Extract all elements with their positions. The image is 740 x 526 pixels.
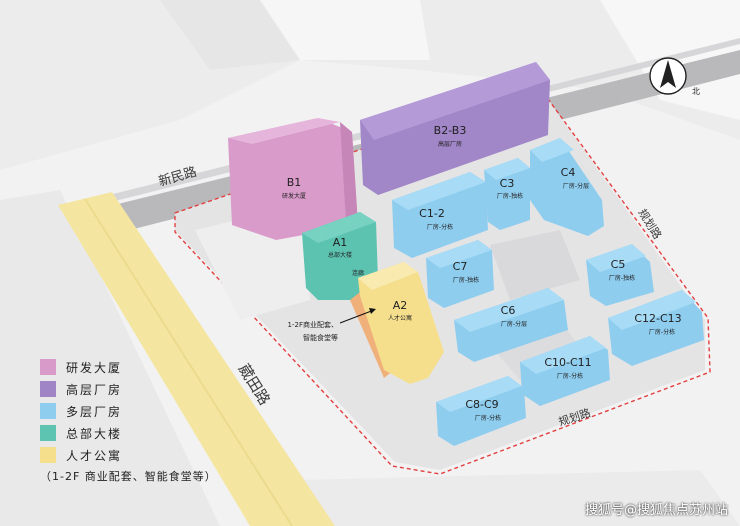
b1-desc: 研发大厦 bbox=[282, 192, 306, 200]
a2-desc: 人才公寓 bbox=[388, 314, 412, 322]
legend-item: 高层厂房 bbox=[40, 378, 270, 400]
c4-code: C4 bbox=[561, 166, 576, 179]
watermark: 搜狐号@搜狐焦点苏州站 bbox=[584, 503, 728, 518]
c3-code: C3 bbox=[500, 177, 515, 190]
building-a2[interactable]: A2 人才公寓 bbox=[358, 262, 444, 384]
a1-code: A1 bbox=[333, 236, 348, 249]
compass-north-label: 北 bbox=[692, 87, 700, 96]
building-c6[interactable]: C6 厂房-分层 bbox=[454, 288, 568, 362]
legend-item: 研发大厦 bbox=[40, 356, 270, 378]
courtyard bbox=[490, 320, 585, 380]
building-c4[interactable]: C4 厂房-分层 bbox=[530, 138, 604, 236]
b2b3-desc: 高层厂房 bbox=[438, 140, 462, 148]
legend-label: 高层厂房 bbox=[66, 382, 123, 397]
c7-desc: 厂房-独栋 bbox=[453, 276, 479, 284]
legend-item: 多层厂房 bbox=[40, 400, 270, 422]
building-c1-2[interactable]: C1-2 厂房-分栋 bbox=[392, 172, 488, 258]
c12-c13-desc: 厂房-分栋 bbox=[649, 328, 675, 336]
c1-2-desc: 厂房-分栋 bbox=[427, 223, 453, 231]
legend-swatch bbox=[40, 447, 56, 463]
c10-c11-code: C10-C11 bbox=[544, 356, 591, 369]
callout-line2: 智能食堂等 bbox=[303, 333, 338, 342]
a2-code: A2 bbox=[393, 299, 408, 312]
legend-label: 总部大楼 bbox=[66, 426, 123, 441]
c1-2-code: C1-2 bbox=[419, 207, 445, 220]
legend-item: 总部大楼 bbox=[40, 422, 270, 444]
c6-desc: 厂房-分层 bbox=[501, 320, 527, 328]
c8-c9-desc: 厂房-分栋 bbox=[475, 414, 501, 422]
c7-code: C7 bbox=[453, 260, 468, 273]
background-block bbox=[0, 0, 740, 170]
building-c12-c13[interactable]: C12-C13 厂房-分栋 bbox=[608, 290, 704, 366]
background-block bbox=[260, 0, 430, 60]
c4-desc: 厂房-分层 bbox=[563, 182, 589, 190]
building-c3[interactable]: C3 厂房-独栋 bbox=[484, 158, 530, 230]
legend-label: 多层厂房 bbox=[66, 404, 123, 419]
c12-c13-code: C12-C13 bbox=[634, 312, 681, 325]
legend-label: 研发大厦 bbox=[66, 360, 123, 375]
building-b2-b3[interactable]: B2-B3 高层厂房 bbox=[360, 62, 550, 195]
c5-code: C5 bbox=[611, 258, 626, 271]
weitian-road-center bbox=[84, 198, 293, 526]
compass-icon: 北 bbox=[649, 57, 700, 96]
c10-c11-desc: 厂房-分栋 bbox=[557, 372, 583, 380]
legend-label: 人才公寓 bbox=[66, 448, 123, 463]
building-c8-c9[interactable]: C8-C9 厂房-分栋 bbox=[436, 376, 526, 446]
background-block bbox=[160, 0, 300, 70]
c8-c9-code: C8-C9 bbox=[465, 398, 498, 411]
link-label: 连廊 bbox=[352, 269, 364, 277]
site-boundary bbox=[174, 87, 711, 475]
building-c10-c11[interactable]: C10-C11 厂房-分栋 bbox=[520, 336, 610, 406]
legend: 研发大厦 高层厂房 多层厂房 总部大楼 人才公寓 （1-2F 商业配套、智能食堂… bbox=[40, 356, 270, 484]
legend-note: （1-2F 商业配套、智能食堂等） bbox=[40, 470, 217, 483]
courtyard bbox=[490, 230, 580, 300]
building-c7[interactable]: C7 厂房-独栋 bbox=[426, 240, 494, 308]
legend-swatch bbox=[40, 403, 56, 419]
building-c5[interactable]: C5 厂房-独栋 bbox=[586, 244, 654, 306]
c3-desc: 厂房-独栋 bbox=[497, 192, 523, 200]
background-block bbox=[0, 190, 220, 526]
callout-line1: 1-2F商业配套、 bbox=[288, 320, 338, 329]
legend-swatch bbox=[40, 359, 56, 375]
c5-desc: 厂房-独栋 bbox=[609, 274, 635, 282]
b2b3-code: B2-B3 bbox=[434, 124, 467, 137]
legend-swatch bbox=[40, 425, 56, 441]
weitian-road bbox=[58, 192, 335, 526]
background-block bbox=[300, 470, 740, 526]
building-b1[interactable]: B1 研发大厦 bbox=[228, 118, 358, 240]
c6-code: C6 bbox=[501, 304, 516, 317]
b1-code: B1 bbox=[287, 176, 302, 189]
a1-desc: 总部大楼 bbox=[328, 251, 352, 259]
callout-arrow bbox=[339, 308, 376, 324]
legend-item: 人才公寓 bbox=[40, 444, 270, 466]
legend-swatch bbox=[40, 381, 56, 397]
